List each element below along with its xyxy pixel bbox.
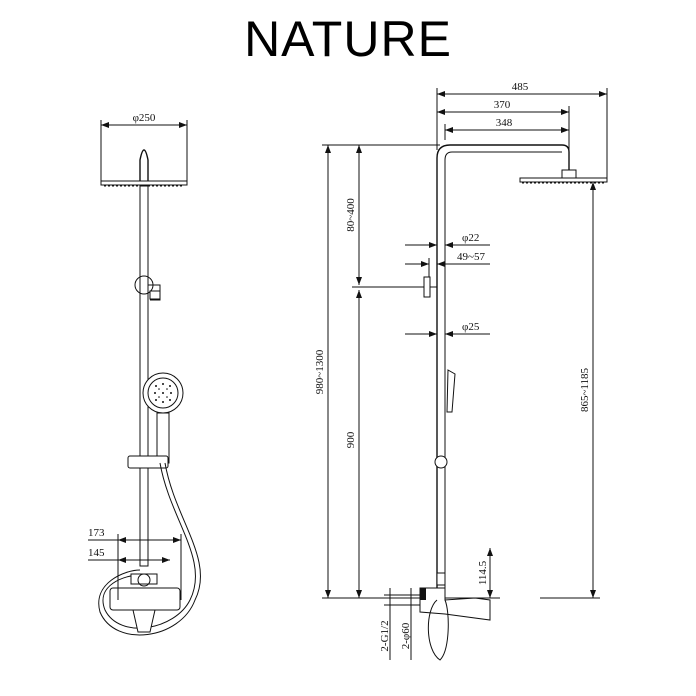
rain-head-side — [519, 177, 608, 183]
arm-inner-label: 348 — [496, 117, 513, 129]
wall-bracket-side — [423, 276, 431, 298]
mixer-height-label: 900 — [345, 431, 357, 448]
head-height-label: 865~1185 — [579, 367, 591, 412]
product-title: NATURE — [244, 11, 452, 67]
rain-head — [100, 180, 188, 186]
pipe-diameter-label: φ22 — [462, 232, 479, 244]
mount-offset-label: 49~57 — [457, 251, 485, 263]
arm-width-label: 370 — [494, 99, 511, 111]
overall-width-label: 485 — [512, 81, 529, 93]
slide-holder — [127, 455, 169, 469]
total-height-label: 980~1300 — [314, 349, 326, 394]
head-diameter-label: φ250 — [133, 112, 156, 124]
rail-diameter-label: φ25 — [462, 321, 480, 333]
arm-height-label: 80~400 — [345, 198, 357, 232]
front-inner-label: 145 — [88, 547, 105, 559]
mixer-side — [419, 587, 491, 621]
hand-shower-side — [446, 369, 456, 413]
outlet-height-label: 114.5 — [477, 560, 489, 585]
front-width-label: 173 — [88, 527, 105, 539]
thread-label: 2-G1/2 — [379, 620, 391, 651]
flange-label: 2-φ60 — [400, 622, 412, 649]
riser-pipe — [139, 185, 149, 567]
mixer-body — [109, 587, 181, 611]
front-view: φ250 173 — [88, 112, 201, 636]
side-view: 485 370 348 980~1300 80~400 900 865~1185 — [314, 81, 608, 661]
